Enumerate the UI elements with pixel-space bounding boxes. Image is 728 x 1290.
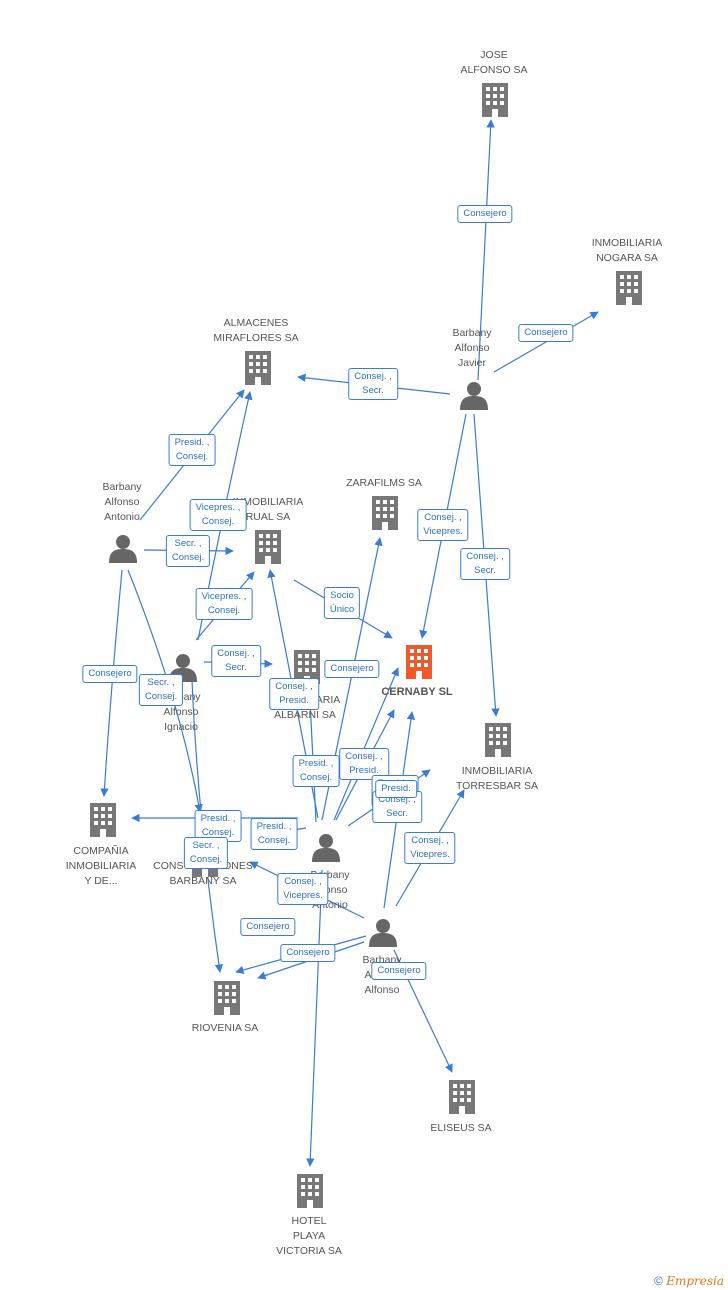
edge-role-label[interactable]: Presid. [375,780,417,798]
person-icon[interactable] [460,382,488,410]
company-icon[interactable] [297,1174,323,1208]
focus-company-icon[interactable] [406,645,432,679]
company-icon[interactable] [214,981,240,1015]
edge-role-label[interactable]: Presid. , Consej. [168,434,216,466]
node-label-hotel[interactable]: HOTEL PLAYA VICTORIA SA [276,1215,342,1257]
edge-role-label[interactable]: Secr. , Consej. [183,837,229,869]
edge-line [333,667,399,821]
company-icon[interactable] [485,723,511,757]
node-label-torresbar[interactable]: INMOBILIARIA TORRESBAR SA [455,765,539,792]
node-label-rual[interactable]: INMOBILIARIA RUAL SA [232,496,304,523]
node-label-antonio1[interactable]: Barbany Alfonso Antonio [102,481,142,523]
edge-role-label[interactable]: Consej. , Vicepres. [417,509,469,541]
edge-line [306,869,323,1167]
edge-role-label[interactable]: Vicepres. , Consej. [189,499,247,531]
node-label-eliseus[interactable]: ELISEUS SA [430,1122,492,1134]
node-label-cernaby[interactable]: CERNABY SL [381,686,453,698]
node-label-nogara[interactable]: INMOBILIARIA NOGARA SA [591,237,663,264]
edge-role-label[interactable]: Presid. , Consej. [292,755,340,787]
edge-line [493,311,599,373]
company-icon[interactable] [90,803,116,837]
node-label-riovenia[interactable]: RIOVENIA SA [191,1022,259,1034]
company-icon[interactable] [482,83,508,117]
company-icon[interactable] [449,1080,475,1114]
node-label-miraflores[interactable]: ALMACENES MIRAFLORES SA [213,317,299,344]
company-icon[interactable] [372,496,398,530]
edge-role-label[interactable]: Consej. , Secr. [460,548,510,580]
node-icon-layer [90,83,642,1208]
edge-role-label[interactable]: Consejero [518,324,574,342]
node-label-javier[interactable]: Barbany Alfonso Javier [452,327,492,369]
edge-role-label[interactable]: Consejero [371,962,427,980]
edge-role-label[interactable]: Consejero [280,944,336,962]
edge-line [100,569,123,797]
edge-role-label[interactable]: Consejero [457,205,513,223]
company-icon[interactable] [245,351,271,385]
person-icon[interactable] [369,919,397,947]
node-label-zarafilms[interactable]: ZARAFILMS SA [346,477,422,489]
footer-brand[interactable]: © Empresia [654,1274,724,1288]
edge-role-label[interactable]: Consej. , Vicepres. [404,832,456,864]
edge-role-label[interactable]: Consejero [240,918,296,936]
edge-role-label[interactable]: Presid. , Consej. [194,810,242,842]
edge-role-label[interactable]: Consej. , Vicepres. [277,873,329,905]
node-label-jose[interactable]: JOSE ALFONSO SA [460,49,528,76]
company-icon[interactable] [255,530,281,564]
edge-role-label[interactable]: Consej. , Presid. [339,748,389,780]
person-icon[interactable] [312,834,340,862]
company-icon[interactable] [616,271,642,305]
edge-role-label[interactable]: Secr. , Consej. [138,674,184,706]
person-icon[interactable] [109,535,137,563]
edge-role-label[interactable]: Consejero [82,665,138,683]
edge-role-label[interactable]: Consej. , Secr. [348,368,398,400]
edge-line [477,119,495,381]
edge-role-label[interactable]: Presid. , Consej. [250,818,298,850]
copyright-symbol: © [654,1274,663,1288]
edge-role-label[interactable]: Secr. , Consej. [165,535,211,567]
edge-role-label[interactable]: Consej. , Presid. [269,678,319,710]
edge-layer [100,119,599,1167]
edge-role-label[interactable]: Consej. , Secr. [211,645,261,677]
node-label-compania[interactable]: COMPAÑIA INMOBILIARIA Y DE... [65,845,137,887]
edge-role-label[interactable]: Vicepres. , Consej. [195,588,253,620]
empresia-logo: Empresia [666,1274,724,1288]
edge-role-label[interactable]: Consejero [324,660,380,678]
edge-role-label[interactable]: Socio Único [323,587,361,619]
